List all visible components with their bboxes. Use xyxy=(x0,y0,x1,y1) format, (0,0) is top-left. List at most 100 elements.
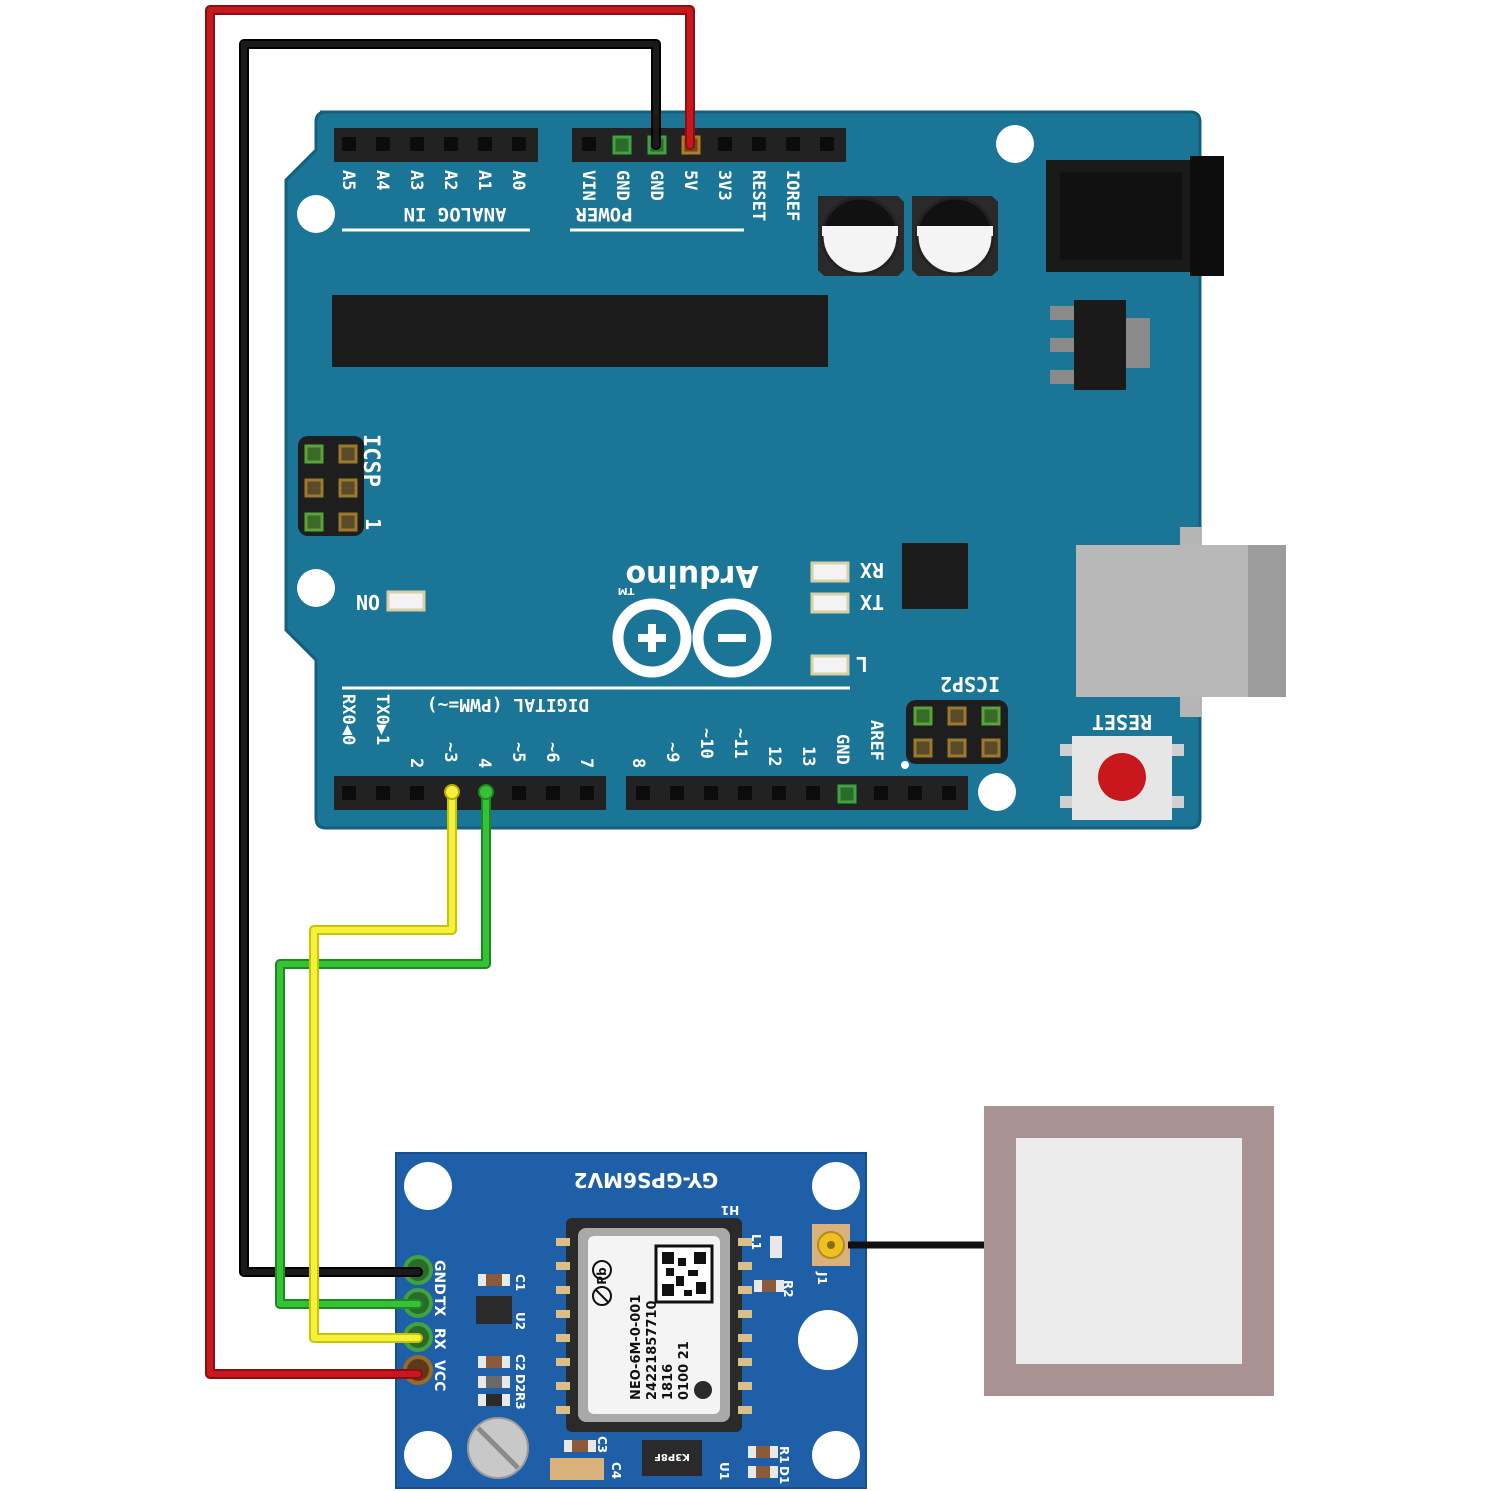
icsp-pin1-label: 1 xyxy=(361,518,385,530)
wire-tx xyxy=(275,787,491,1309)
qr-code xyxy=(654,1244,714,1304)
usb-port xyxy=(1076,527,1286,717)
tx-led xyxy=(810,592,850,614)
pin-label-d3: ~3 xyxy=(440,742,460,762)
voltage-regulator xyxy=(1050,300,1150,390)
power-jack xyxy=(1046,156,1224,276)
pin-label-A5: A5 xyxy=(338,170,358,190)
power-label: POWER xyxy=(575,203,633,225)
atmega-chip xyxy=(332,295,828,367)
pin-label-d10: ~10 xyxy=(696,728,716,759)
pin-label-A4: A4 xyxy=(372,170,392,190)
mount-hole xyxy=(404,1162,452,1210)
pin-d3-connected xyxy=(444,784,460,800)
pin-label-d11: ~11 xyxy=(730,728,750,759)
mount-hole xyxy=(812,1431,860,1479)
pb-mark: Pb xyxy=(595,1267,609,1285)
tm-mark: TM xyxy=(618,585,635,596)
gps-module: GY-GPS6MV2 GND TX RX VCC xyxy=(395,1152,867,1489)
module-line-2: 24221857710 xyxy=(645,1301,660,1401)
pin-label-aref: AREF xyxy=(866,720,886,761)
gps-board-name: GY-GPS6MV2 xyxy=(574,1168,719,1192)
pin-label-A0: A0 xyxy=(508,170,528,190)
pin-label-5v: 5V xyxy=(680,170,700,190)
usb-controller-chip xyxy=(902,543,968,609)
pin-label-d13: 13 xyxy=(798,746,818,766)
label-l1: L1 xyxy=(749,1234,763,1250)
label-u1: U1 xyxy=(717,1462,731,1480)
capacitor xyxy=(912,196,998,276)
antenna-patch xyxy=(1016,1138,1242,1364)
eeprom-chip: K3P8F xyxy=(642,1440,702,1476)
label-h1: H1 xyxy=(721,1203,739,1217)
label-r1: R1 xyxy=(777,1446,791,1464)
gnd-pin-unused xyxy=(612,135,632,155)
arduino-logo-text: Arduino xyxy=(625,558,758,593)
l-led xyxy=(810,654,850,676)
l-label: L xyxy=(856,652,868,676)
label-c3: C3 xyxy=(595,1436,609,1453)
label-c2: C2 xyxy=(513,1354,527,1371)
arduino-logo: Arduino TM xyxy=(612,558,772,678)
label-r3: R3 xyxy=(513,1392,527,1410)
mount-hole xyxy=(297,195,335,233)
pin-label-d12: 12 xyxy=(764,746,784,766)
pin-label-gnd1: GND xyxy=(612,170,632,201)
icsp2-label: ICSP2 xyxy=(940,672,1000,696)
pin-label-d6: ~6 xyxy=(542,742,562,762)
mount-hole xyxy=(978,773,1016,811)
wire-vcc xyxy=(205,5,695,1379)
pin-label-reset: RESET xyxy=(748,170,768,221)
capacitor xyxy=(818,196,904,276)
pin-label-A1: A1 xyxy=(474,170,494,190)
label-j1: J1 xyxy=(815,1271,829,1285)
pin-label-gnd2: GND xyxy=(646,170,666,201)
pin-label-gnd-digital: GND xyxy=(832,734,852,765)
pin-label-d9: ~9 xyxy=(662,742,682,762)
icsp-header xyxy=(298,436,364,536)
label-r2: R2 xyxy=(781,1280,795,1298)
gps-pin-label-gnd: GND xyxy=(431,1260,447,1295)
label-d1: D1 xyxy=(777,1466,791,1484)
reset-button[interactable] xyxy=(1060,736,1184,820)
gnd-pin-digital xyxy=(837,784,857,804)
eeprom-text: K3P8F xyxy=(654,1451,690,1462)
pin-label-A2: A2 xyxy=(440,170,460,190)
wire-gnd xyxy=(239,39,661,1277)
label-c4: C4 xyxy=(609,1462,623,1479)
on-led xyxy=(386,590,426,612)
label-u2: U2 xyxy=(513,1312,527,1330)
gps-pin-label-rx: RX xyxy=(431,1328,447,1350)
module-line-3: 1816 xyxy=(661,1364,676,1400)
mount-hole xyxy=(996,125,1034,163)
tx-label: TX xyxy=(860,590,884,614)
pin-label-d5: ~5 xyxy=(508,742,528,762)
pin-label-vin: VIN xyxy=(578,170,598,201)
arduino-board: ANALOG IN POWER A5 A4 A3 A2 A1 A0 VIN GN… xyxy=(284,110,1286,830)
backup-battery xyxy=(467,1417,529,1479)
mount-hole xyxy=(812,1162,860,1210)
smd-components xyxy=(476,1236,784,1480)
module-line-1: NEO-6M-0-001 xyxy=(629,1295,644,1400)
mount-hole xyxy=(297,569,335,607)
pin-label-d1: TX0▶1 xyxy=(372,694,392,745)
analog-in-label: ANALOG IN xyxy=(404,203,507,225)
neo6m-chip: Pb NEO-6M-0-001 24221857710 1816 0100 21 xyxy=(556,1218,752,1432)
reset-label: RESET xyxy=(1092,710,1152,734)
antenna-connector xyxy=(812,1224,850,1266)
pin-label-d2: 2 xyxy=(406,758,426,768)
mount-hole xyxy=(798,1310,858,1370)
gps-pin-label-vcc: VCC xyxy=(431,1360,447,1391)
pin-d4-connected xyxy=(478,784,494,800)
pin-label-3v3: 3V3 xyxy=(714,170,734,201)
wire-rx xyxy=(309,787,457,1343)
analog-header xyxy=(334,128,538,162)
rx-led xyxy=(810,561,850,583)
pin-label-d4: 4 xyxy=(474,758,494,768)
pin-label-d0: RX0◀0 xyxy=(338,694,358,745)
digital-header-left xyxy=(334,776,606,810)
on-label: ON xyxy=(356,590,380,614)
icsp2-header xyxy=(906,700,1008,764)
pin-label-d8: 8 xyxy=(628,758,648,768)
